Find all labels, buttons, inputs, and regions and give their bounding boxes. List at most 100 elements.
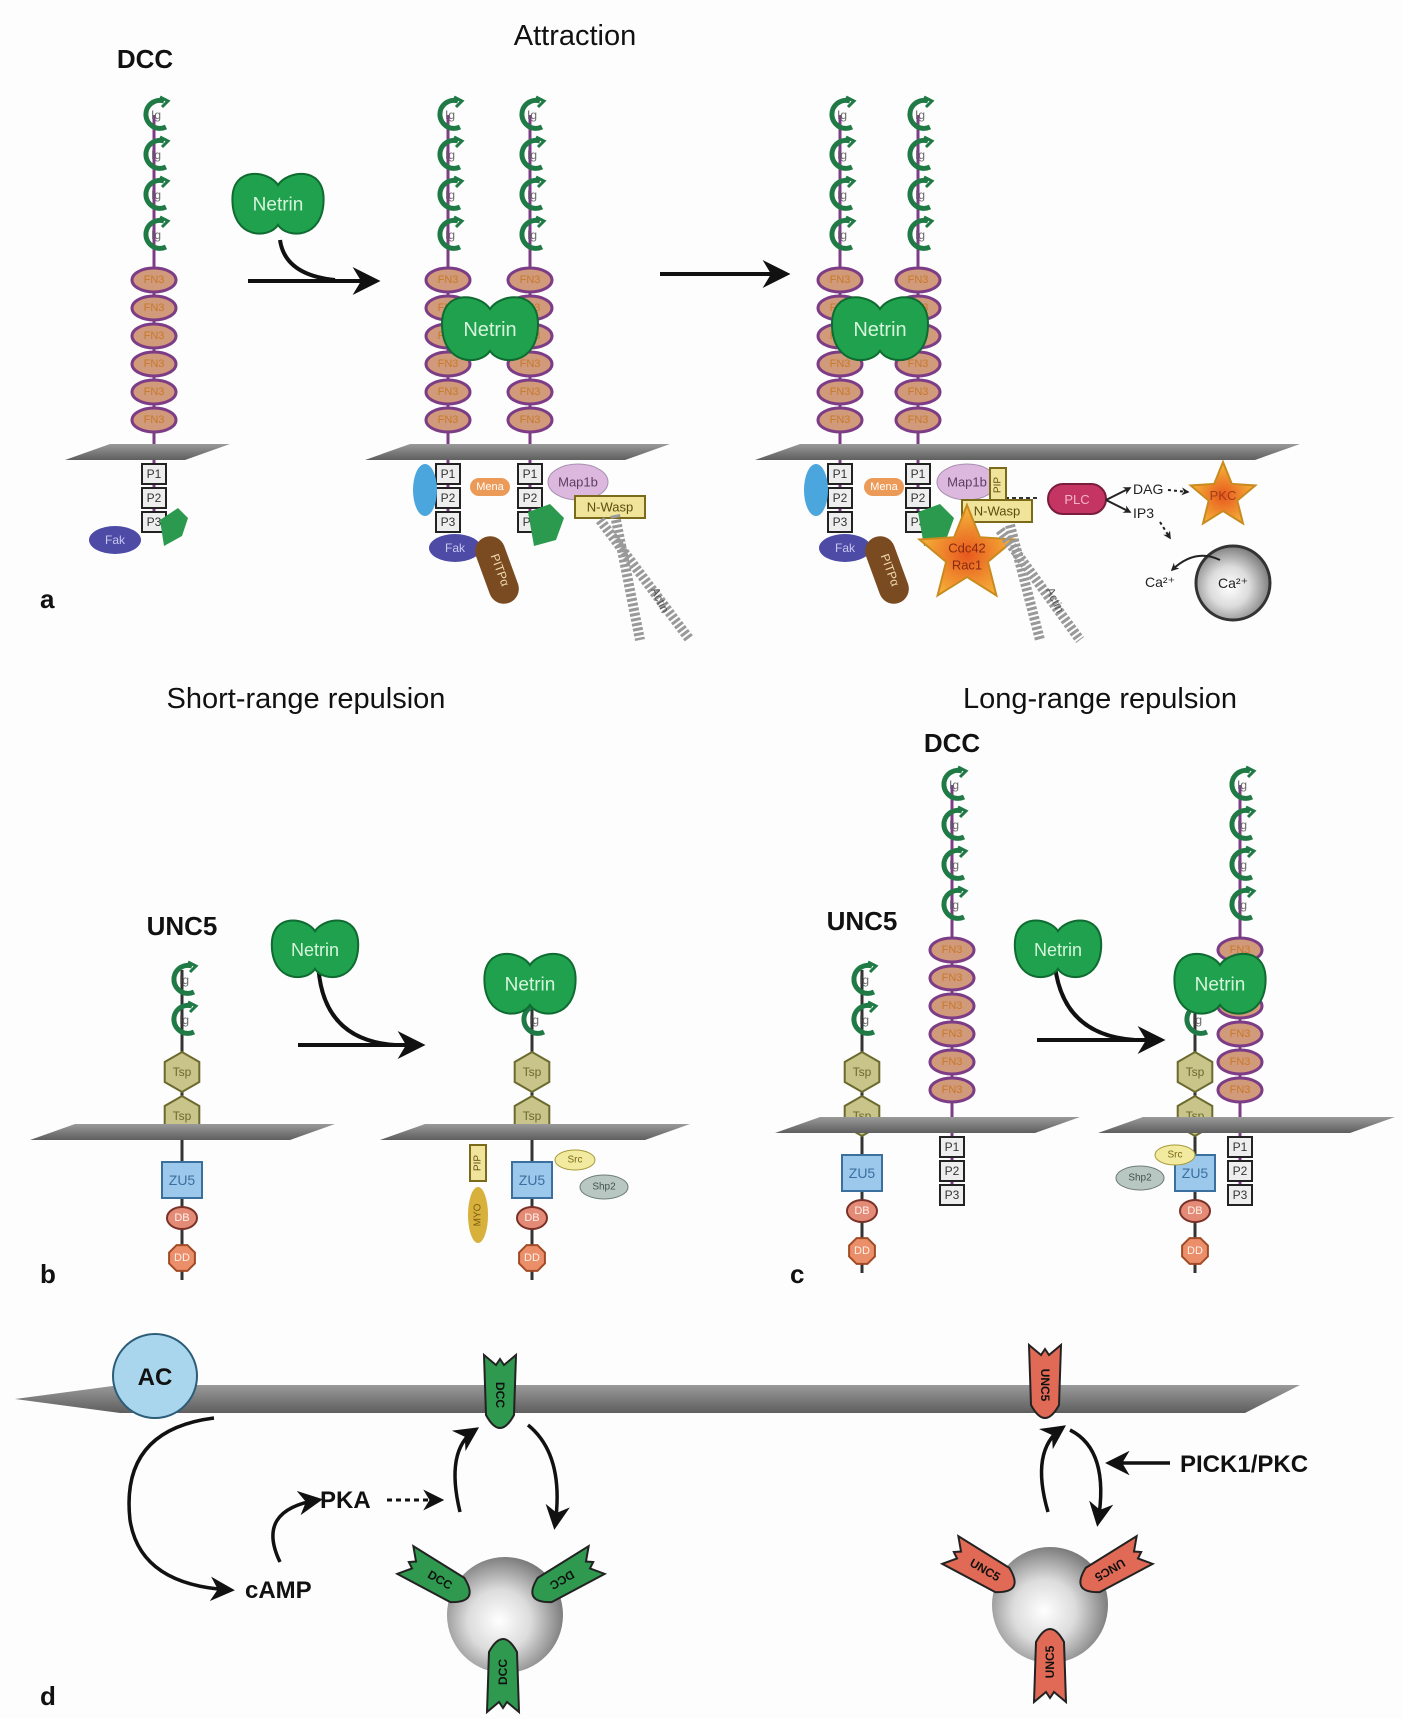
unc5-b2-dd	[518, 1244, 546, 1272]
dcc-a3-left-fn3-1	[816, 266, 864, 294]
dcc-a2-left-ig-2	[437, 137, 462, 171]
unc5-c1-ig-2	[851, 1002, 876, 1036]
netrin-binding-curve-arrow	[278, 239, 336, 282]
unc5-c1-tsp-1-label: Tsp	[853, 1065, 872, 1079]
dcc-a2-left-p3-label: P3	[441, 515, 456, 529]
dcc-c2-ig-4-hook	[1245, 885, 1257, 899]
dcc-a1-fn3-3	[130, 322, 178, 350]
dcc-a1-ig-3	[143, 177, 168, 211]
dcc-c1-ig-2	[941, 807, 966, 841]
dcc-a2-right-fn3-5	[506, 378, 554, 406]
netrin-bound-a2-label: Netrin	[463, 319, 516, 341]
panel-label-b: b	[40, 1259, 56, 1289]
pkc-label: PKC	[1210, 488, 1237, 503]
membrane-c2	[1098, 1117, 1395, 1133]
panel-label-c: c	[790, 1259, 804, 1289]
dcc-a3-right-ig-3-hook	[923, 175, 935, 189]
fak-a3	[819, 534, 871, 562]
dcc-a3-right-p2-label: P2	[911, 491, 926, 505]
calcium-store-label: Ca²⁺	[1218, 575, 1248, 591]
dcc-c2-p2	[1227, 1160, 1253, 1182]
dcc-a1-fn3-1	[130, 266, 178, 294]
unc5-label-b: UNC5	[147, 911, 218, 941]
dcc-a3-left-ig-2	[829, 137, 854, 171]
dcc-c2-ig-4-label: Ig	[1237, 898, 1247, 912]
dcc-a1-ig-2	[143, 137, 168, 171]
dcc-a2-left-ig-2-hook	[453, 135, 465, 149]
unc5-c1-dd-label: DD	[854, 1245, 870, 1257]
dcc-c2-ig-1-label: Ig	[1237, 778, 1247, 792]
dcc-c1-ig-1	[941, 767, 966, 801]
dcc-c1-fn3-4-label: FN3	[942, 1028, 963, 1040]
unc5-vesicle-bottom-label: UNC5	[1043, 1645, 1057, 1678]
netrin-curve-arrow-b	[316, 959, 396, 1047]
dcc-a2-right-fn3-5-label: FN3	[520, 386, 541, 398]
dcc-a3-left-ig-1-label: Ig	[837, 108, 847, 122]
dcc-c1-ig-2-hook	[957, 805, 969, 819]
dcc-a3-left-p2-label: P2	[833, 491, 848, 505]
dcc-a3-left-fn3-6	[816, 406, 864, 434]
netrin-bound-b	[483, 953, 577, 1015]
dcc-a2-left-ig-3-label: Ig	[445, 188, 455, 202]
dcc-a3-right-ig-4	[907, 217, 932, 251]
dcc-a3-right-ig-3	[907, 177, 932, 211]
dcc-c1-p2	[939, 1160, 965, 1182]
dcc-a3-right-fn3-6	[894, 406, 942, 434]
dcc-a3-left-ig-4-label: Ig	[837, 228, 847, 242]
dcc-a2-left-ig-4-label: Ig	[445, 228, 455, 242]
netrin-bound-b-label: Netrin	[505, 975, 556, 996]
unc5-b1-tsp-1	[163, 1050, 201, 1094]
dcc-a2-right-ig-4-hook	[535, 215, 547, 229]
dcc-a3-right-fn3-1	[894, 266, 942, 294]
dcc-a2-right-fn3-1	[506, 266, 554, 294]
fak-a1	[89, 526, 141, 554]
dcc-a2-left-ig-1-hook	[453, 95, 465, 109]
dcc-vesicle-bottom-label: DCC	[496, 1659, 510, 1685]
unc5-b2-tsp-2-label: Tsp	[523, 1109, 542, 1123]
dcc-vesicle-right-shape	[531, 1544, 608, 1604]
unc5-c1-db-label: DB	[854, 1205, 869, 1217]
dcc-a1-fn3-5-label: FN3	[144, 386, 165, 398]
netrin-free-a	[231, 173, 325, 235]
dcc-c2-ig-3-hook	[1245, 845, 1257, 859]
pka-label: PKA	[320, 1487, 371, 1514]
dcc-c2-ig-1-hook	[1245, 765, 1257, 779]
pip-b2	[469, 1144, 487, 1182]
shp2-b2-label: Shp2	[592, 1182, 616, 1193]
dcc-c1-fn3-1-label: FN3	[942, 944, 963, 956]
title-attraction: Attraction	[514, 20, 637, 52]
dcc-a2-right-ig-1	[519, 97, 544, 131]
dcc-c1-ig-1-label: Ig	[949, 778, 959, 792]
dcc-c2-p3	[1227, 1184, 1253, 1206]
unc5-c2-db-label: DB	[1187, 1205, 1202, 1217]
pip-a3-label: PIP	[993, 477, 1004, 493]
dcc-a2-left-fn3-4-label: FN3	[438, 358, 459, 370]
pitp-a3	[865, 536, 909, 604]
shp2-c2	[1115, 1165, 1165, 1191]
dcc-a2-left-fn3-6	[424, 406, 472, 434]
src-c2	[1154, 1144, 1196, 1166]
rac1-label: Rac1	[952, 558, 982, 573]
cdc42-rac1-star	[916, 502, 1018, 598]
fak-a1-label: Fak	[105, 533, 126, 547]
unc5-b2-zu5	[511, 1161, 553, 1199]
dcc-c1-ig-3-label: Ig	[949, 858, 959, 872]
unc5-b1-zu5-label: ZU5	[169, 1172, 196, 1188]
dcc-c2-fn3-4	[1216, 1020, 1264, 1048]
unc5-b1-ig-2-label: Ig	[179, 1013, 189, 1027]
mena-a3-label: Mena	[870, 481, 898, 493]
ac-label: AC	[138, 1364, 173, 1391]
unc5-c2-dd-label: DD	[1187, 1245, 1203, 1257]
dcc-a2-left-fn3-1	[424, 266, 472, 294]
unc5-b1-db	[166, 1206, 198, 1230]
unc5-c1-ig-2-hook	[867, 1000, 879, 1014]
unc5-endocytosis-arrow	[1069, 1428, 1114, 1527]
dcc-c2-ig-3	[1229, 847, 1254, 881]
cdc42-label: Cdc42	[948, 541, 986, 556]
dcc-c2-fn3-6	[1216, 1076, 1264, 1104]
dcc-exocytosis-arrow	[451, 1427, 480, 1513]
dcc-a3-right-ig-4-label: Ig	[915, 228, 925, 242]
dcc-a3-right-p2	[905, 487, 931, 509]
dcc-c1-fn3-3	[928, 992, 976, 1020]
dcc-a1-fn3-4	[130, 350, 178, 378]
